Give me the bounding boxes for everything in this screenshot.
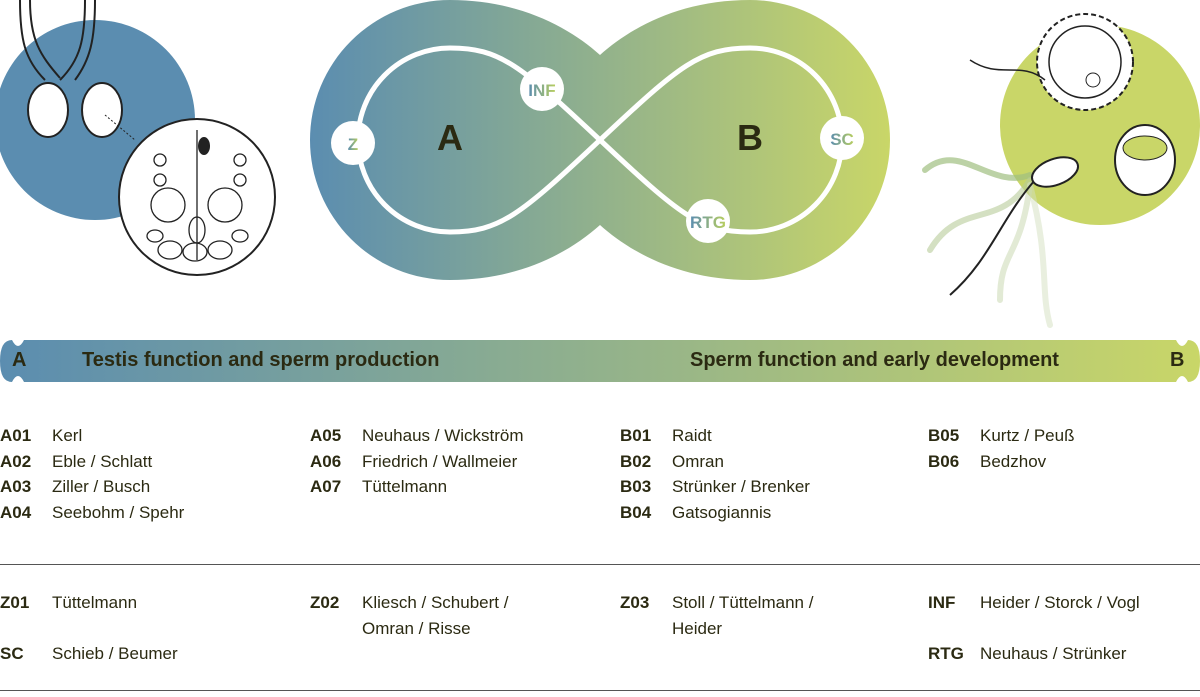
project-leaders: Seebohm / Spehr — [52, 502, 185, 522]
project-leaders: Kliesch / Schubert / — [362, 593, 509, 612]
project-code: RTG — [928, 644, 964, 663]
project-leaders: Bedzhov — [980, 451, 1047, 471]
project-code: A04 — [0, 502, 32, 522]
project-leaders: Tüttelmann — [362, 477, 448, 496]
divider — [0, 564, 1200, 565]
project-leaders: Gatsogiannis — [672, 502, 772, 522]
project-code: Z01 — [0, 593, 30, 612]
project-leaders: Omran — [672, 451, 724, 471]
testis-illustration — [0, 0, 276, 276]
divider — [0, 690, 1200, 691]
dumbbell-diagram: A B Z INF SC RTG — [310, 0, 890, 280]
project-leaders: Strünker / Brenker — [672, 477, 810, 496]
project-leaders: Raidt — [672, 426, 712, 445]
node-z[interactable]: Z — [348, 135, 358, 154]
bar-title-a: Testis function and sperm production — [82, 349, 440, 371]
project-leaders: Heider / Storck / Vogl — [980, 593, 1140, 612]
project-code: B05 — [928, 426, 960, 445]
project-code: Z02 — [310, 593, 340, 612]
project-code: A06 — [310, 451, 342, 471]
node-sc[interactable]: SC — [830, 130, 854, 149]
project-leaders: Neuhaus / Strünker — [980, 644, 1127, 663]
sperm-egg-illustration — [922, 13, 1200, 328]
project-leaders: Eble / Schlatt — [52, 451, 153, 471]
figure-eight-path — [355, 45, 845, 235]
project-leaders: Kurtz / Peuß — [980, 426, 1075, 445]
project-code: B04 — [620, 502, 652, 522]
project-code: B02 — [620, 451, 652, 471]
project-code: A05 — [310, 426, 342, 445]
project-leaders: Stoll / Tüttelmann / — [672, 593, 814, 612]
project-leaders: Kerl — [52, 426, 83, 445]
project-code: A02 — [0, 451, 32, 471]
bar-letter-b: B — [1170, 349, 1185, 371]
project-code: A01 — [0, 426, 32, 445]
project-code: B06 — [928, 451, 960, 471]
project-leaders: Friedrich / Wallmeier — [362, 451, 518, 471]
area-b-label: B — [737, 117, 763, 158]
project-leaders-cont: Omran / Risse — [362, 618, 471, 638]
node-inf[interactable]: INF — [528, 81, 555, 100]
project-leaders: Schieb / Beumer — [52, 644, 178, 663]
project-code: A07 — [310, 477, 342, 496]
project-leaders: Neuhaus / Wickström — [362, 426, 524, 445]
area-a-label: A — [437, 117, 463, 158]
bar-letter-a: A — [12, 349, 27, 371]
top-illustration: A B Z INF SC RTG — [0, 0, 1200, 328]
project-leaders: Tüttelmann — [52, 593, 138, 612]
project-code: B01 — [620, 426, 652, 445]
project-code: INF — [928, 593, 956, 612]
project-code: Z03 — [620, 593, 650, 612]
node-rtg[interactable]: RTG — [690, 213, 726, 232]
project-code: SC — [0, 644, 24, 663]
bar-title-b: Sperm function and early development — [690, 349, 1059, 371]
project-code: B03 — [620, 477, 652, 496]
project-leaders: Ziller / Busch — [52, 477, 151, 496]
theme-bar: A Testis function and sperm production S… — [0, 340, 1200, 382]
project-code: A03 — [0, 477, 32, 496]
project-leaders-cont: Heider — [672, 618, 723, 638]
